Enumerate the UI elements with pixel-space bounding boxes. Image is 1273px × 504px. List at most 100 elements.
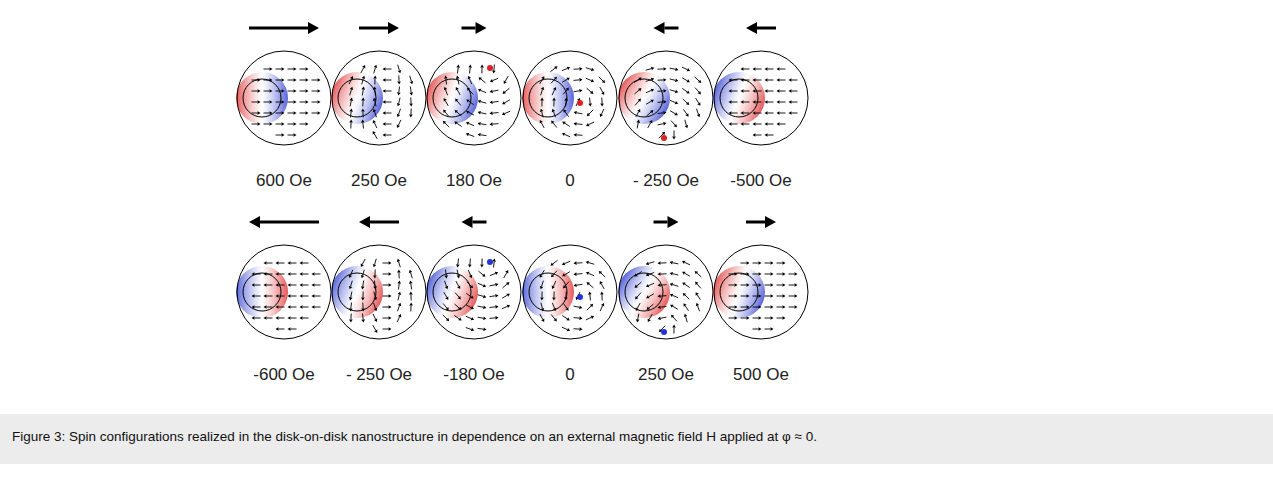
spin-arrow	[768, 102, 774, 103]
spin-arrow-head	[270, 122, 273, 126]
spin-arrow	[550, 68, 555, 72]
spin-arrow	[744, 102, 750, 103]
spin-arrow-head	[374, 297, 377, 300]
spin-arrow-head	[373, 275, 377, 278]
spin-arrow	[351, 292, 352, 298]
spin-arrow	[765, 307, 771, 308]
spin-arrow-head	[686, 90, 689, 93]
spin-arrow-head	[318, 111, 321, 115]
spin-arrow	[649, 283, 655, 285]
spin-arrow	[589, 98, 591, 104]
inner-disk	[720, 273, 758, 311]
spin-arrow-head	[541, 87, 544, 90]
spin-arrow	[493, 90, 499, 91]
disk	[236, 22, 331, 145]
spin-arrow	[789, 274, 795, 275]
spin-arrow	[565, 282, 569, 287]
spin-arrow-head	[490, 100, 493, 104]
spin-arrow	[279, 285, 285, 286]
spin-arrow	[466, 305, 471, 308]
spin-arrow-head	[747, 305, 750, 309]
spin-arrow	[481, 134, 487, 136]
vortex-core	[661, 329, 667, 335]
inner-disk	[338, 79, 376, 117]
spin-arrow	[276, 80, 282, 81]
spin-arrow-head	[252, 316, 255, 320]
spin-arrow	[505, 88, 510, 92]
spin-arrow-head	[741, 89, 744, 93]
spin-arrow	[375, 259, 377, 265]
figure-caption: Figure 3: Spin configurations realized i…	[12, 429, 817, 444]
field-value: 250 Oe	[638, 365, 694, 385]
spin-arrow	[753, 274, 759, 275]
spin-arrow	[264, 113, 270, 114]
spin-arrow-head	[264, 305, 267, 309]
spin-arrow	[753, 329, 759, 330]
spin-arrow-head	[458, 317, 461, 320]
spin-arrow	[373, 314, 376, 319]
spin-arrow	[541, 123, 544, 128]
spin-arrow	[279, 307, 285, 308]
spin-arrow-head	[389, 261, 392, 265]
inner-disk	[625, 79, 663, 117]
disk	[618, 216, 713, 339]
spin-arrow-head	[288, 272, 291, 276]
spin-arrow	[577, 123, 583, 125]
spin-arrow	[670, 68, 676, 69]
spin-arrow-head	[478, 122, 481, 126]
spin-arrow-head	[682, 282, 685, 285]
spin-arrow	[741, 318, 747, 319]
spin-arrow	[777, 274, 783, 275]
spin-arrow-head	[282, 133, 285, 137]
spin-arrow-head	[789, 111, 792, 115]
spin-arrow-head	[747, 316, 750, 320]
spin-arrow	[765, 296, 771, 297]
spin-arrow	[410, 295, 411, 301]
spin-arrow-head	[587, 113, 590, 116]
spin-arrow-head	[591, 79, 594, 82]
vortex-core	[487, 65, 493, 71]
inner-disk	[720, 79, 758, 117]
spin-arrow-head	[383, 67, 386, 71]
spin-arrow-head	[686, 102, 689, 105]
spin-arrow-head	[373, 87, 377, 90]
spin-arrow	[444, 292, 447, 297]
spin-arrow-head	[468, 264, 472, 267]
spin-arrow	[457, 112, 462, 116]
field-arrow-head	[249, 216, 260, 228]
spin-arrow-head	[647, 307, 650, 310]
spin-arrow-head	[495, 272, 498, 275]
spin-arrow	[291, 274, 297, 275]
spin-arrow	[732, 80, 738, 81]
spin-arrow-head	[306, 111, 309, 115]
spin-arrow	[541, 270, 544, 275]
spin-arrow	[445, 79, 447, 85]
spin-arrow	[685, 273, 690, 276]
spin-arrow	[553, 123, 557, 128]
spin-arrow	[252, 124, 258, 125]
spin-arrow	[291, 318, 297, 319]
spin-arrow	[661, 273, 667, 274]
spin-arrow	[445, 123, 449, 127]
spin-arrow	[493, 123, 499, 125]
spin-arrow	[649, 304, 654, 308]
spin-arrow-head	[674, 112, 677, 115]
spin-arrow-head	[554, 66, 557, 69]
spin-arrow	[446, 90, 448, 96]
spin-arrow-head	[444, 275, 448, 278]
spin-arrow	[601, 284, 604, 289]
spin-arrow-head	[270, 100, 273, 104]
spin-arrow	[361, 68, 364, 73]
spin-arrow-head	[398, 292, 401, 295]
spin-arrow	[300, 69, 306, 70]
spin-arrow	[288, 124, 294, 125]
spin-arrow	[741, 296, 747, 297]
spin-arrow	[574, 90, 580, 92]
spin-arrow-head	[552, 98, 556, 101]
spin-arrow-head	[409, 103, 413, 106]
spin-arrow	[777, 263, 783, 264]
spin-arrow	[383, 274, 389, 275]
spin-arrow-head	[458, 307, 461, 310]
spin-arrow-head	[777, 78, 780, 82]
spin-arrow-head	[318, 89, 321, 93]
